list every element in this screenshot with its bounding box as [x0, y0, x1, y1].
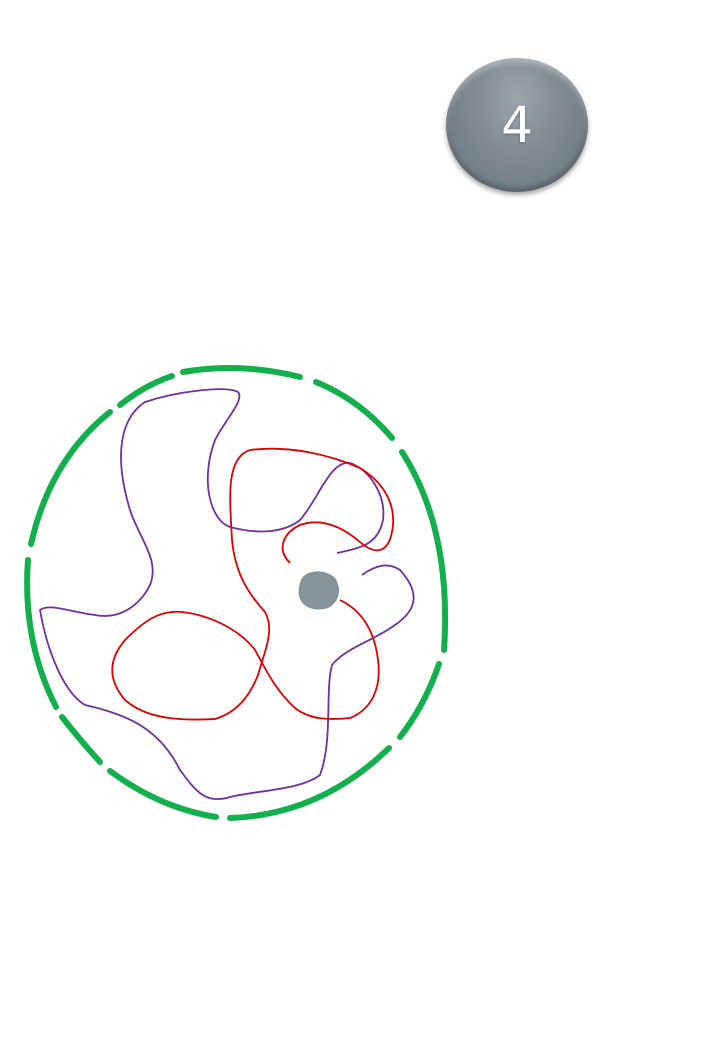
step-number: 4 — [501, 96, 533, 154]
nuclear-envelope — [24, 365, 449, 821]
envelope-segment — [117, 373, 175, 408]
chromosome-purple — [39, 388, 415, 801]
envelope-segment — [28, 409, 113, 547]
nucleolus — [298, 571, 340, 610]
envelope-segment — [397, 661, 442, 740]
envelope-segment — [59, 714, 103, 765]
envelope-segment — [180, 365, 303, 380]
step-number-badge: 4 — [446, 58, 588, 192]
envelope-segment — [24, 557, 59, 710]
envelope-segment — [399, 449, 449, 653]
chromosome-red — [111, 447, 394, 721]
envelope-segment — [107, 768, 219, 820]
envelope-segment — [313, 379, 395, 441]
envelope-segment — [227, 745, 392, 821]
